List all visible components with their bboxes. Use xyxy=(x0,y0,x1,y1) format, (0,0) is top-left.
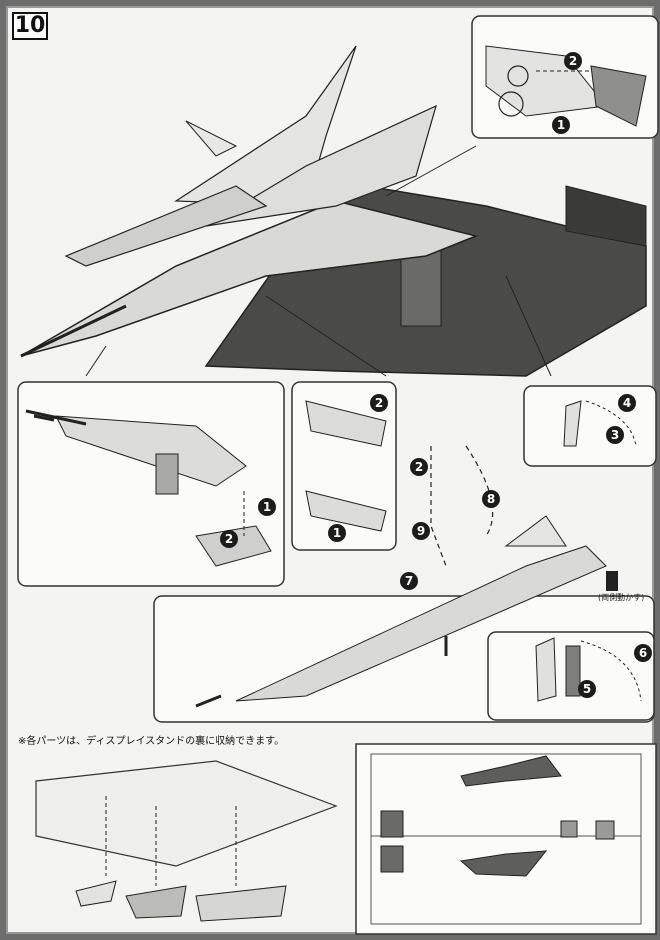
wing-part-top xyxy=(305,400,387,447)
callout-badge: 6 xyxy=(634,644,652,662)
callout-badge: 2 xyxy=(220,530,238,548)
callout-badge: 2 xyxy=(370,394,388,412)
arrow-push xyxy=(195,694,222,708)
callout-badge: 7 xyxy=(400,572,418,590)
detail-part-body xyxy=(485,45,607,117)
callout-badge: 8 xyxy=(482,490,500,508)
both-sides-caption: (両側動かす) xyxy=(598,593,645,602)
stored-block-right xyxy=(595,820,615,840)
callout-badge: 3 xyxy=(606,426,624,444)
rifle-barrel xyxy=(25,409,87,426)
fin-transform xyxy=(504,515,567,547)
fin-hinge-bottom xyxy=(565,645,581,697)
leader-line-wing xyxy=(265,295,387,377)
mecha-fin xyxy=(185,120,238,157)
mecha-fuselage xyxy=(20,200,479,357)
callout-badge: 5 xyxy=(578,680,596,698)
mecha-barrel xyxy=(20,304,127,358)
fuselage-transform xyxy=(235,545,607,702)
stored-part-1 xyxy=(75,880,117,907)
sequence-dashed-path xyxy=(430,446,447,567)
stored-block-left-top xyxy=(380,810,404,838)
stored-part-2 xyxy=(125,885,187,919)
callout-badge: 1 xyxy=(258,498,276,516)
stand-underside xyxy=(35,760,338,867)
fin-arc-bottom xyxy=(580,640,642,702)
callout-badge: 2 xyxy=(410,458,428,476)
stored-grip-bottom xyxy=(459,850,548,877)
wing-part-bottom xyxy=(305,490,387,532)
stored-block-left-bottom xyxy=(380,845,404,873)
rifle-grip xyxy=(155,453,179,495)
detail-joint-circle-2 xyxy=(498,91,524,117)
callout-badge: 4 xyxy=(618,394,636,412)
storage-note: ※各パーツは、ディスプレイスタンドの裏に収納できます。 xyxy=(18,736,285,747)
callout-badge: 2 xyxy=(564,52,582,70)
fin-arc-top xyxy=(585,400,637,447)
leader-line-fin xyxy=(505,275,552,377)
callout-badge: 1 xyxy=(328,524,346,542)
stand-rail xyxy=(565,185,647,247)
rifle-body xyxy=(55,415,247,487)
callout-badge: 1 xyxy=(552,116,570,134)
fin-part-top xyxy=(563,400,582,447)
callout-badge: 9 xyxy=(412,522,430,540)
stored-part-3 xyxy=(195,885,287,922)
both-sides-icon xyxy=(606,571,618,591)
arrow-left xyxy=(33,414,55,422)
mecha-rifle xyxy=(64,185,268,267)
fin-part-bottom xyxy=(535,637,557,702)
leader-line-top xyxy=(385,145,477,197)
stored-grip-top xyxy=(460,755,562,787)
stored-block-mid xyxy=(560,820,578,838)
mecha-wing-lower xyxy=(205,104,437,227)
step-number: 10 xyxy=(12,12,48,40)
detail-joint-circle xyxy=(507,65,529,87)
main-illustration xyxy=(17,15,659,935)
stand-frame xyxy=(370,753,642,925)
fin-panel-top xyxy=(523,385,657,467)
leader-line-rifle xyxy=(85,345,107,377)
detail-part-grip xyxy=(590,65,647,127)
